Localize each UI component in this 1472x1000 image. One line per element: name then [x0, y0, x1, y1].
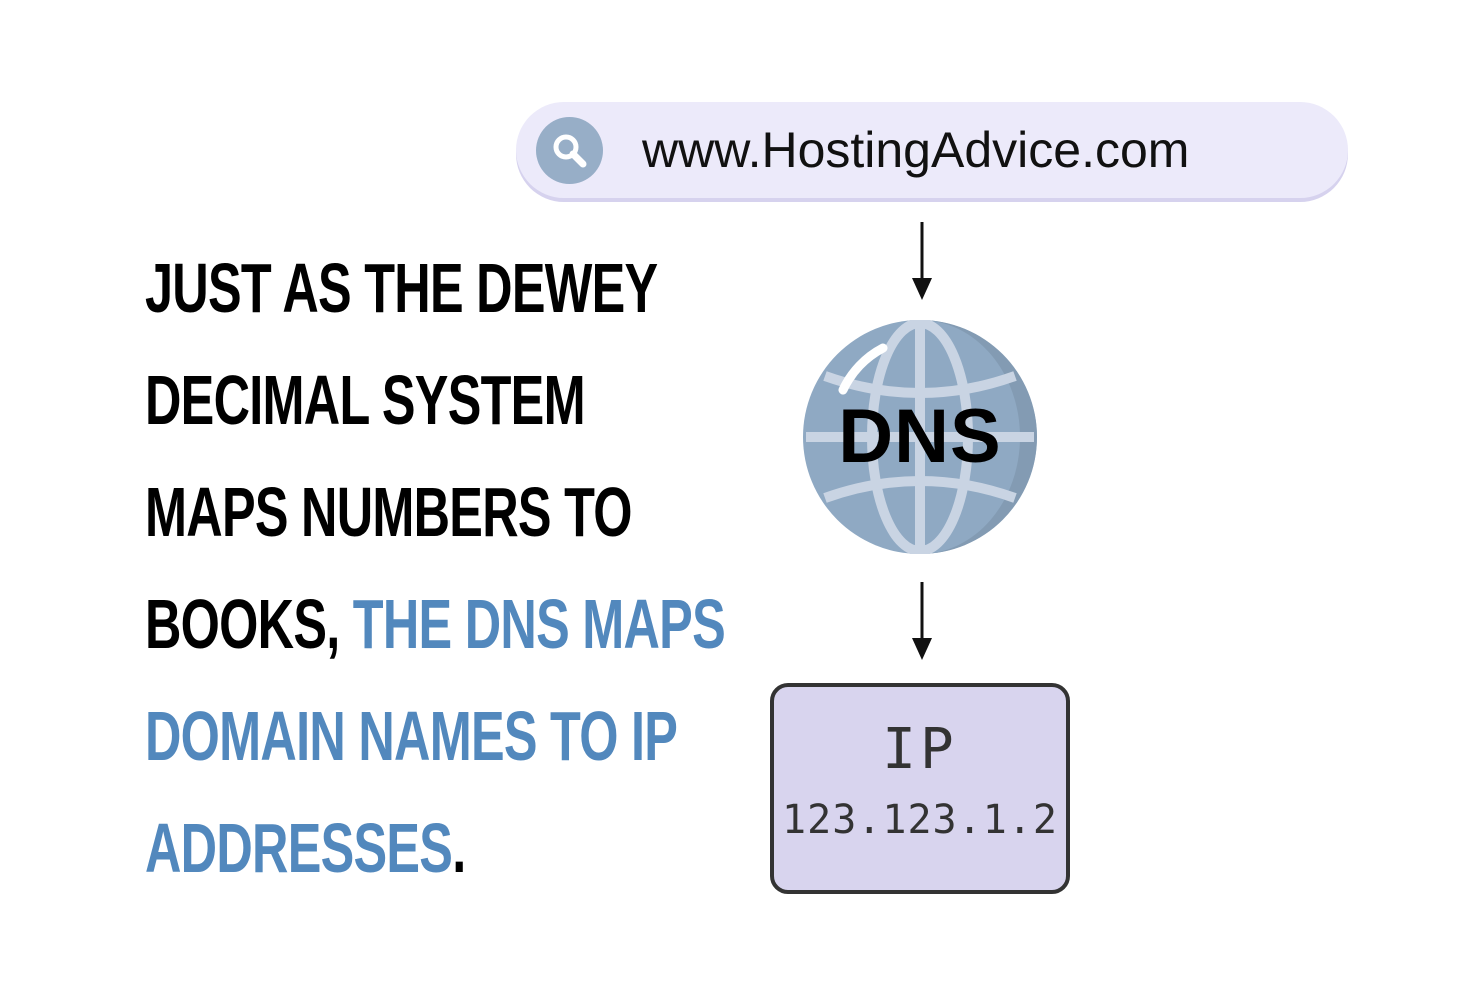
ip-box: IP 123.123.1.2: [770, 683, 1070, 894]
search-url-text[interactable]: www.HostingAdvice.com: [642, 122, 1190, 178]
ip-title: IP: [882, 717, 958, 782]
headline: JUST AS THE DEWEY DECIMAL SYSTEM MAPS NU…: [145, 232, 735, 904]
ip-address: 123.123.1.2: [782, 797, 1058, 843]
headline-period: .: [452, 809, 466, 887]
headline-text: JUST AS THE DEWEY DECIMAL SYSTEM MAPS NU…: [145, 249, 657, 663]
globe-icon: [803, 320, 1037, 554]
arrow-down-icon: [912, 222, 932, 300]
headline-accent-text: THE DNS MAPS DOMAIN NAMES TO IP ADDRESSE…: [145, 585, 726, 887]
search-icon[interactable]: [536, 117, 603, 184]
arrow-down-icon: [912, 582, 932, 660]
search-bar[interactable]: www.HostingAdvice.com: [516, 102, 1348, 198]
dns-label: DNS: [838, 394, 1002, 479]
